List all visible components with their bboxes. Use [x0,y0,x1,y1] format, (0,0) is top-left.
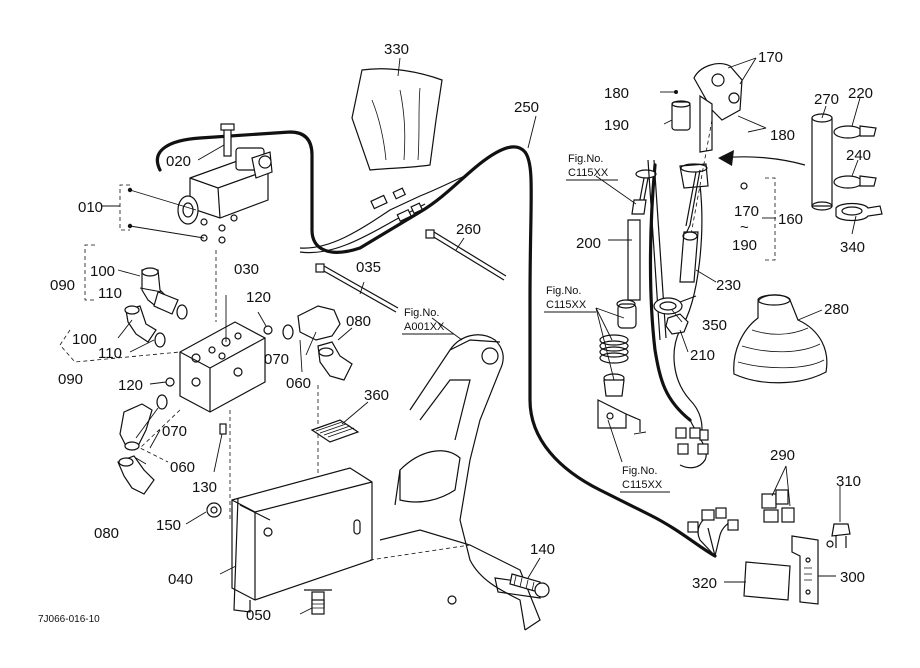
boot-280 [733,294,828,384]
label-120-a: 120 [246,289,271,306]
hose-250 [155,130,717,558]
fig-ref-4-line1: Fig.No. [404,307,439,319]
label-090-b: 090 [58,371,83,388]
manifold-block-030 [179,321,266,413]
connectors-290 [761,489,795,523]
label-100-b: 100 [72,331,97,348]
label-310: 310 [836,473,861,490]
seat-cover-330 [351,68,443,171]
label-080-a: 080 [346,313,371,330]
label-230: 230 [716,277,741,294]
fittings-left [124,267,273,387]
label-190-a: 190 [604,117,629,134]
group-brackets [59,177,776,560]
fig-ref-1-line1: Fig.No. [568,153,603,165]
label-140: 140 [530,541,555,558]
fittings-right [282,305,353,381]
solenoid-valve-010 [177,123,273,244]
fig-ref-3-line1: Fig.No. [622,465,657,477]
label-020: 020 [166,153,191,170]
label-100-a: 100 [90,263,115,280]
label-360 [310,419,360,443]
label-050: 050 [246,607,271,624]
fig-ref-2-line1: Fig.No. [546,285,581,297]
label-070-b: 070 [162,423,187,440]
label-010: 010 [78,199,103,216]
label-250: 250 [514,99,539,116]
bolt-310 [826,523,851,548]
label-160: 160 [778,211,803,228]
nut-210 [665,313,689,335]
label-030: 030 [234,261,259,278]
clamp-220 [833,125,877,139]
joystick-lever [671,63,748,241]
wire-harness [299,175,466,254]
label-330: 330 [384,41,409,58]
cable-tie-260 [425,229,507,281]
plate-300 [791,535,819,605]
fig-ref-3-line2: C115XX [622,479,663,491]
pipe-270 [811,113,833,211]
label-150: 150 [156,517,181,534]
label-350: 350 [702,317,727,334]
label-320: 320 [692,575,717,592]
label-340: 340 [840,239,865,256]
label-260: 260 [456,221,481,238]
clamp-350 [653,295,697,315]
label-240: 240 [846,147,871,164]
label-040: 040 [168,571,193,588]
bracket-230 [679,231,699,283]
label-110-a: 110 [98,285,122,302]
label-035: 035 [356,259,381,276]
label-170-b: 170 [734,203,759,220]
label-060-a: 060 [286,375,311,392]
label-210: 210 [690,347,715,364]
label-280: 280 [824,301,849,318]
label-090-a: 090 [50,277,75,294]
bolt-140 [509,573,550,598]
leader-lines [102,57,861,615]
arrow-to-joystick [718,150,806,166]
label-200: 200 [576,235,601,252]
fittings-lower-left [117,394,227,495]
cable-tie-035 [315,263,399,313]
frame [369,334,541,631]
clamp-240 [833,175,877,189]
label-270: 270 [814,91,839,108]
part-labels: 010 020 030 035 040 050 060 060 070 070 … [50,41,873,624]
label-360: 360 [364,387,389,404]
label-080-b: 080 [94,525,119,542]
label-170-a: 170 [758,49,783,66]
fig-ref-2-line2: C115XX [546,299,587,311]
drawing-code: 7J066-016-10 [38,614,100,625]
label-190-b: 190 [732,237,757,254]
label-130: 130 [192,479,217,496]
bracket-340 [835,202,883,222]
label-300: 300 [840,569,865,586]
label-120-b: 120 [118,377,143,394]
label-060-b: 060 [170,459,195,476]
cover-040 [206,467,373,613]
label-290: 290 [770,447,795,464]
label-220: 220 [848,85,873,102]
label-180-b: 180 [770,127,795,144]
label-070-a: 070 [264,351,289,368]
fig-ref-4-line2: A001XX [404,321,445,333]
label-320 [743,561,791,601]
label-180-a: 180 [604,85,629,102]
label-110-b: 110 [98,345,122,362]
bolt-050 [311,599,325,615]
lever-rod-200 [616,159,667,341]
fig-references: Fig.No. C115XX Fig.No. C115XX Fig.No. C1… [402,153,670,493]
springs [597,334,641,432]
fig-ref-1-line2: C115XX [568,167,609,179]
label-tilde: ~ [740,219,749,236]
